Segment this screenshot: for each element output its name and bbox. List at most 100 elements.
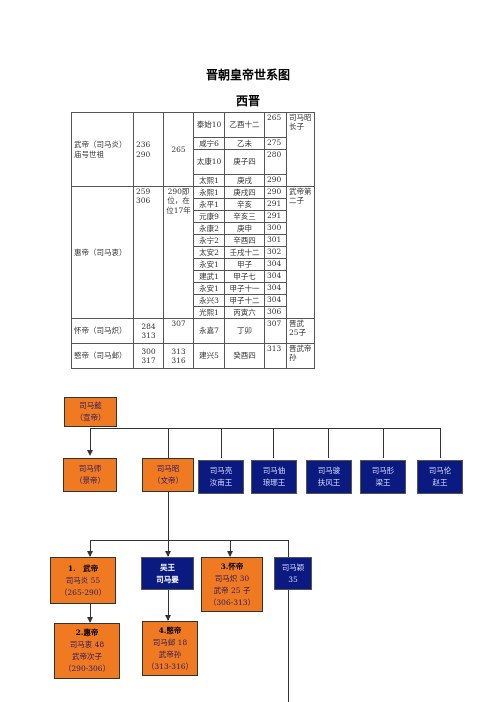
node-line: 武帝次子 <box>72 652 102 661</box>
accession-cell: 313 316 <box>163 343 194 369</box>
node-line: 司马炽 30 <box>214 573 250 583</box>
start-cell: 302 <box>264 246 287 259</box>
era-cell: 元康9 <box>193 210 225 223</box>
ganzhi-cell: 丙寅六 <box>224 306 265 319</box>
node-line: （265-290） <box>59 587 107 597</box>
connector-line <box>168 492 169 522</box>
node-name: 司马肜 <box>371 466 395 475</box>
page-subtitle: 西晋 <box>235 94 260 108</box>
start-cell: 291 <box>264 198 287 211</box>
connector-line <box>168 590 169 620</box>
ganzhi-cell: 甲子十一 <box>224 282 265 295</box>
emperor-cell: 愍帝（司马邺） <box>71 343 134 369</box>
era-cell: 永康2 <box>193 222 225 235</box>
relation-cell: 司马昭长子 <box>286 112 315 187</box>
ganzhi-cell: 甲子十二 <box>224 294 265 307</box>
node-head: 2.惠帝 <box>75 628 99 637</box>
start-cell: 280 <box>264 149 287 175</box>
tree-node-emperor-wu: 1. 武帝 司马炎 55 （265-290） <box>50 557 116 604</box>
ganzhi-cell: 甲子 <box>224 258 265 271</box>
ganzhi-cell: 庚戌四 <box>224 186 265 199</box>
connector-line <box>90 428 441 429</box>
era-cell: 永兴3 <box>193 294 225 307</box>
arrow-icon <box>227 551 233 557</box>
era-cell: 光熙1 <box>193 306 225 319</box>
connector-line <box>168 428 169 458</box>
connector-line <box>221 428 222 458</box>
node-head: 吴王 <box>160 562 175 572</box>
era-cell: 咸宁6 <box>193 137 225 150</box>
node-title: （文帝） <box>153 476 183 485</box>
tree-node-simaying: 司马颖 35 <box>274 557 312 590</box>
connector-line <box>328 428 329 458</box>
start-cell: 265 <box>264 112 287 138</box>
connector-line <box>90 604 91 622</box>
arrow-icon <box>87 617 93 623</box>
start-cell: 300 <box>264 222 287 235</box>
connector-line <box>288 540 289 702</box>
tree-node-simashi: 司马师 （景帝） <box>63 458 117 492</box>
node-title: 汝南王 <box>209 478 233 487</box>
emperor-cell: 怀帝（司马炽） <box>71 318 134 344</box>
ganzhi-cell: 壬戌十二 <box>224 246 265 259</box>
tree-node-emperor-min: 4.愍帝 司马邺 18 武帝孙 （313-316） <box>142 621 198 676</box>
start-cell: 304 <box>264 282 287 295</box>
arrow-icon <box>87 450 93 456</box>
ganzhi-cell: 乙未 <box>224 137 265 150</box>
arrow-icon <box>165 615 171 621</box>
tree-node-simaliang: 司马亮 汝南王 <box>198 460 244 494</box>
node-title: （宣帝） <box>75 413 106 422</box>
ganzhi-cell: 癸酉四 <box>224 343 265 369</box>
ganzhi-cell: 庚子四 <box>224 149 265 175</box>
ganzhi-cell: 辛酉四 <box>224 234 265 247</box>
node-line: （290-306） <box>63 664 111 673</box>
connector-line <box>230 540 231 556</box>
connector-line <box>90 540 288 541</box>
ganzhi-cell: 甲子七 <box>224 270 265 283</box>
tree-node-emperor-hui: 2.惠帝 司马衷 48 武帝次子 （290-306） <box>54 623 120 679</box>
era-cell: 永嘉7 <box>193 318 225 344</box>
relation-cell: 武帝第二子 <box>286 186 315 319</box>
era-cell: 建武1 <box>193 270 225 283</box>
start-cell: 304 <box>264 258 287 271</box>
node-line: 35 <box>288 574 298 584</box>
start-cell: 291 <box>264 210 287 223</box>
ganzhi-cell: 辛亥 <box>224 198 265 211</box>
era-cell: 太熙1 <box>193 174 225 187</box>
node-title: 梁王 <box>375 478 391 487</box>
node-line: 武帝孙 <box>158 649 182 659</box>
node-title: 赵王 <box>432 478 448 487</box>
node-line: 司马炎 55 <box>65 575 101 585</box>
node-name: 司马亮 <box>209 466 233 475</box>
tree-node-simazhou: 司马伷 琅琊王 <box>251 460 297 494</box>
start-cell: 290 <box>264 174 287 187</box>
era-cell: 永熙1 <box>193 186 225 199</box>
node-title: （景帝） <box>75 476 105 485</box>
era-cell: 太康10 <box>193 149 225 175</box>
node-head: 3.怀帝 <box>220 561 244 571</box>
tree-node-simalun: 司马伦 赵王 <box>417 460 463 494</box>
start-cell: 313 <box>264 343 287 369</box>
accession-cell: 307 <box>163 318 194 344</box>
connector-line <box>168 522 169 556</box>
start-cell: 304 <box>264 270 287 283</box>
node-name: 司马伷 <box>262 466 286 475</box>
emperor-cell: 武帝（司马炎）庙号世祖 <box>71 112 134 187</box>
start-cell: 304 <box>264 294 287 307</box>
node-name: 司马懿 <box>79 401 102 410</box>
node-line: （306-313） <box>208 597 256 607</box>
start-cell: 275 <box>264 137 287 150</box>
arrow-icon <box>165 551 171 557</box>
tree-node-simarong: 司马肜 梁王 <box>360 460 406 494</box>
connector-line <box>273 428 274 458</box>
node-head: 1. 武帝 <box>67 563 99 573</box>
tree-node-wu-wang: 吴王 司马晏 <box>141 557 194 590</box>
relation-cell: 晋武25子 <box>286 318 315 344</box>
connector-line <box>440 428 441 458</box>
emperor-cell: 惠帝（司马衷） <box>71 186 134 319</box>
accession-cell: 290即位，在位17年 <box>163 186 194 319</box>
start-cell: 301 <box>264 234 287 247</box>
tree-node-simazhao: 司马昭 （文帝） <box>142 458 194 492</box>
